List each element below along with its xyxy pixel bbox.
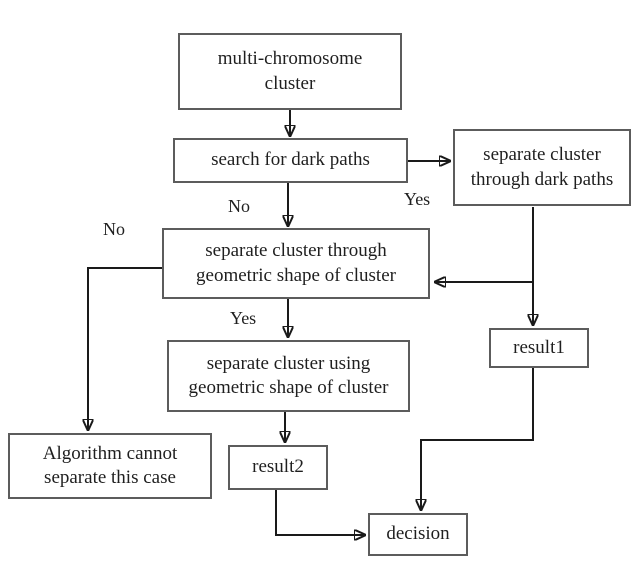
node-algorithm-cannot-separate: Algorithm cannot separate this case	[8, 433, 212, 499]
edge-label-geometric-no: No	[103, 219, 125, 239]
edge-label-search-no: No	[228, 196, 250, 216]
node-separate-through-dark-paths: separate cluster through dark paths	[453, 129, 631, 206]
node-separate-through-dark-paths-label: separate cluster through dark paths	[470, 144, 614, 190]
node-search-for-dark-paths: search for dark paths	[173, 138, 408, 183]
node-result1-label: result1	[513, 336, 565, 358]
edge-geometric-to-algorithm-cannot	[88, 267, 162, 430]
node-separate-using-geometric: separate cluster using geometric shape o…	[167, 340, 410, 412]
edge-result1-to-decision	[421, 368, 534, 510]
node-search-for-dark-paths-label: search for dark paths	[211, 149, 370, 171]
node-separate-using-geometric-label: separate cluster using geometric shape o…	[188, 352, 389, 398]
node-decision: decision	[368, 513, 468, 556]
edge-label-search-yes: Yes	[404, 189, 431, 209]
edge-label-geometric-yes: Yes	[230, 308, 257, 328]
node-multi-chromosome-cluster: multi-chromosome cluster	[178, 33, 402, 110]
node-separate-through-geometric: separate cluster through geometric shape…	[162, 228, 430, 299]
node-result1: result1	[489, 328, 589, 368]
node-multi-chromosome-cluster-label: multi-chromosome cluster	[217, 48, 363, 94]
node-algorithm-cannot-separate-label: Algorithm cannot separate this case	[42, 442, 178, 488]
node-result2: result2	[228, 445, 328, 490]
edge-result2-to-decision	[275, 490, 365, 535]
node-decision-label: decision	[386, 523, 450, 545]
node-result2-label: result2	[252, 456, 304, 478]
node-separate-through-geometric-label: separate cluster through geometric shape…	[196, 240, 396, 286]
